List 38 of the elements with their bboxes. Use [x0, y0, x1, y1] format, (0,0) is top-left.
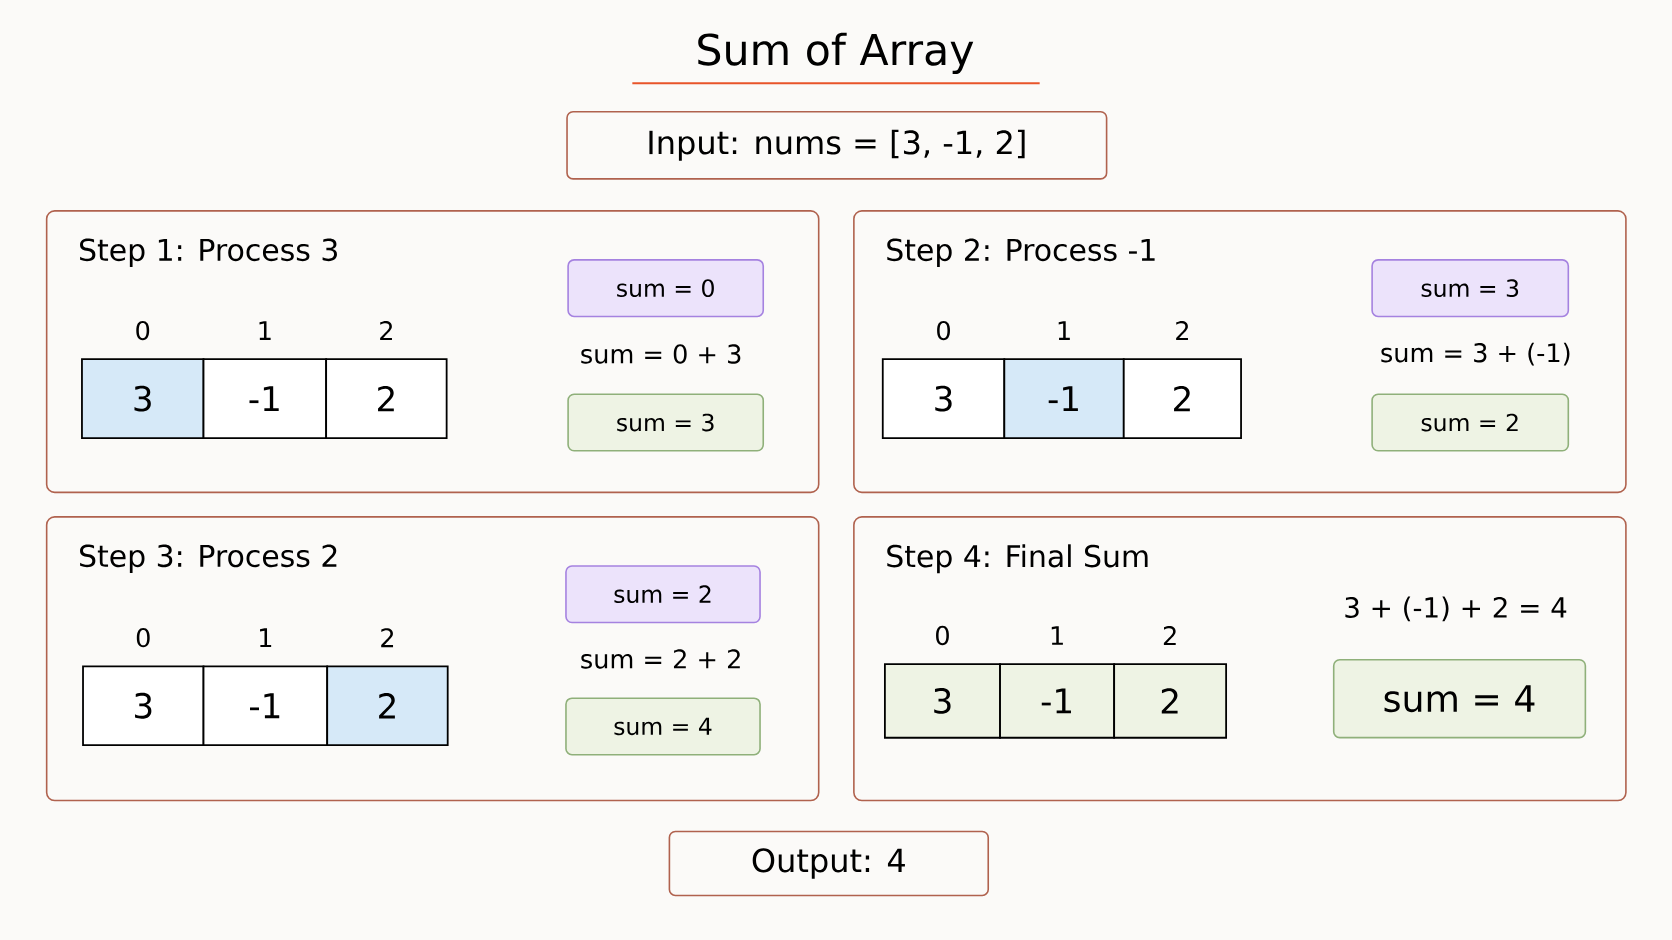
index-label: 2 — [1163, 625, 1176, 645]
index-label: 0 — [937, 320, 950, 340]
index-label: 2 — [381, 627, 394, 647]
index-label: 1 — [260, 628, 272, 647]
array-cell: 2 — [1122, 358, 1242, 439]
array-cell: 3 — [881, 358, 1006, 439]
equation: sum = 0 + 3 — [581, 344, 741, 364]
equation: sum = 2 + 2 — [581, 649, 740, 669]
index-label: 2 — [380, 320, 392, 340]
array-cell: 2 — [325, 358, 448, 439]
array-cell: -1 — [202, 358, 328, 439]
value-box: sum = 4 — [1332, 658, 1587, 739]
index-label: 1 — [1051, 625, 1063, 645]
array-cell: 2 — [326, 665, 449, 746]
array-cell: -1 — [999, 663, 1116, 739]
index-label: 1 — [259, 321, 271, 340]
value-box: sum = 2 — [1371, 393, 1570, 452]
value-box: sum = 4 — [565, 697, 761, 756]
index-label: 0 — [136, 320, 150, 340]
value-box: Input: nums = [3, -1, 2] — [566, 110, 1108, 180]
value-box: sum = 3 — [1371, 258, 1570, 317]
array-cell: 3 — [82, 665, 205, 746]
equation: 3 + (-1) + 2 = 4 — [1345, 596, 1567, 621]
index-label: 0 — [136, 627, 150, 648]
value-box: sum = 2 — [565, 564, 761, 624]
title: Sum of Array — [698, 32, 974, 74]
array-cell: 2 — [1113, 663, 1227, 739]
index-label: 1 — [1058, 321, 1070, 340]
equation: sum = 3 + (-1) — [1381, 342, 1570, 366]
value-box: sum = 3 — [567, 393, 765, 452]
array-cell: 3 — [884, 663, 1001, 739]
array-cell: -1 — [1003, 358, 1125, 439]
value-box: sum = 0 — [567, 258, 765, 317]
index-label: 0 — [936, 625, 949, 645]
array-cell: 3 — [81, 358, 205, 439]
index-label: 2 — [1176, 320, 1188, 340]
value-box: Output: 4 — [668, 830, 990, 896]
array-cell: -1 — [202, 665, 329, 746]
